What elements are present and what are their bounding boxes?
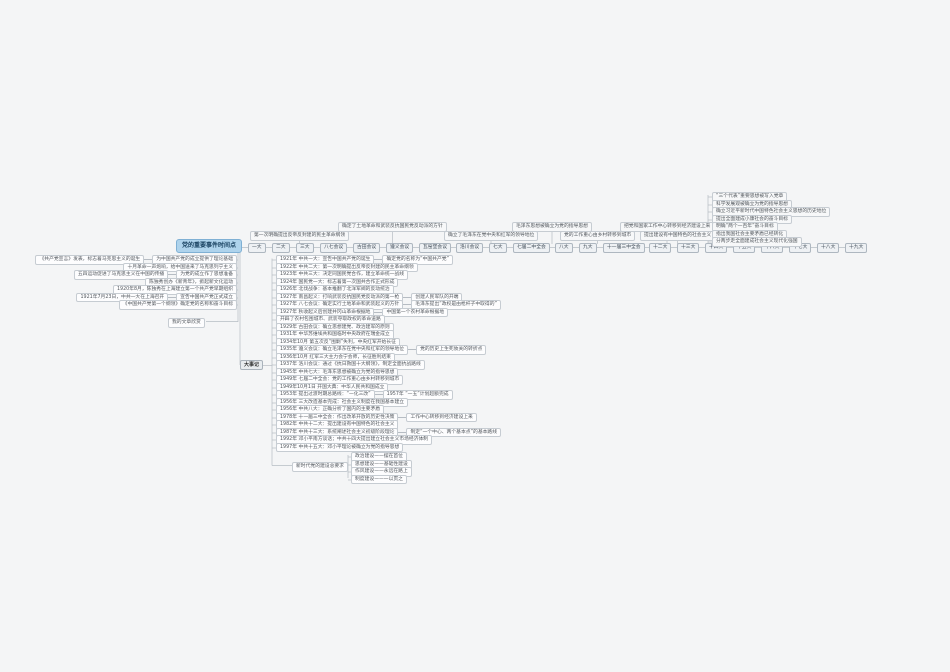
event-row: 1997年 中共十五大：邓小平理论被确立为党的指导思想 [276, 442, 404, 453]
chain-node[interactable]: 三大 [296, 243, 314, 253]
row-connector [168, 274, 177, 276]
events-topic-node[interactable]: 大事记 [240, 360, 264, 371]
event-subnode[interactable]: 毛泽东提出“政权是由枪杆子中取得的” [411, 300, 502, 310]
chain-node[interactable]: 一大 [248, 243, 266, 253]
founding-row: 《共产党宣言》发表，标志着马克思主义的诞生 为中国共产党的成立提供了理论基础 [35, 255, 237, 265]
founding-node[interactable]: 《共产党宣言》发表，标志着马克思主义的诞生 [35, 255, 145, 265]
chain-node[interactable]: 十三大 [677, 243, 700, 253]
event-subnode[interactable]: 工作中心转移到经济建设上来 [406, 412, 477, 423]
founding-row: 《中国共产党第一个纲领》确定党的名称和奋斗目标 [118, 300, 237, 310]
row-connector [374, 311, 383, 313]
chain-node[interactable]: 二大 [272, 243, 290, 253]
chain-node[interactable]: 瓦窑堡会议 [419, 243, 451, 253]
event-subnode[interactable]: 确定党的名称为“中国共产党” [382, 255, 454, 265]
chain-node[interactable]: 古田会议 [353, 243, 381, 253]
chain-note[interactable]: 第一次明确提出反帝反封建的民主革命纲领 [250, 231, 350, 241]
chain-node[interactable]: 八大 [555, 243, 573, 253]
founding-node[interactable]: 五四运动促进了马克思主义在中国的传播 [73, 270, 169, 280]
founding-node[interactable]: 1920年8月，陈独秀在上海建立第一个共产党早期组织 [113, 285, 237, 295]
event-subnode[interactable]: 制定“一个中心、两个基本点”的基本路线 [406, 427, 502, 438]
party-building-topic-node[interactable]: 新时代党的建设总要求 [292, 462, 348, 472]
row-connector [403, 296, 412, 298]
chain-node[interactable]: 七届二中全会 [513, 243, 550, 253]
chain-node[interactable]: 洛川会议 [456, 243, 484, 253]
chain-node[interactable]: 九大 [579, 243, 597, 253]
chain-node[interactable]: 十九大 [845, 243, 868, 253]
chain-note[interactable]: 确立了毛泽东在党中央和红军的领导地位 [444, 231, 539, 241]
row-connector [398, 431, 407, 433]
chain-node[interactable]: 八七会议 [320, 243, 348, 253]
chain-note[interactable]: 确定了土地革命和武装反抗国民党反动派的方针 [338, 222, 447, 232]
event-node[interactable]: 1997年 中共十五大：邓小平理论被确立为党的指导思想 [276, 442, 404, 453]
row-connector [168, 296, 177, 298]
chain-note[interactable]: 提出建设有中国特色的社会主义 [640, 231, 716, 241]
event-subnode[interactable]: 中国第一个农村革命根据地 [382, 307, 449, 318]
side-topic-node[interactable]: 我的文章欣赏 [168, 318, 205, 328]
root-node[interactable]: 党的重要事件时间点 [176, 239, 243, 253]
event-subnode[interactable]: 党的历史上生死攸关的转折点 [416, 345, 487, 355]
chain-node[interactable]: 十八大 [817, 243, 840, 253]
row-connector [398, 416, 407, 418]
founding-node[interactable]: 《中国共产党第一个纲领》确定党的名称和奋斗目标 [118, 300, 237, 310]
chain-node[interactable]: 遵义会议 [386, 243, 414, 253]
milestone-node[interactable]: 分两步走全面建成社会主义现代化强国 [712, 237, 802, 247]
chain-note[interactable]: 毛泽东思想被确立为党的指导思想 [512, 222, 592, 232]
row-connector [374, 259, 383, 261]
chain-note[interactable]: 党的工作重心由乡村转移到城市 [560, 231, 636, 241]
row-connector [144, 259, 153, 261]
chain-node[interactable]: 十一届三中全会 [603, 243, 645, 253]
event-subnode[interactable]: 1957年 “一五”计划超额完成 [382, 390, 453, 400]
founding-row: 1920年8月，陈独秀在上海建立第一个共产党早期组织 [113, 285, 237, 295]
row-connector [374, 394, 383, 396]
chain-node[interactable]: 十二大 [649, 243, 672, 253]
row-connector [408, 349, 417, 351]
chain-node[interactable]: 七大 [489, 243, 507, 253]
row-connector [403, 304, 412, 306]
party-building-item[interactable]: 制度建设——一以贯之 [351, 474, 407, 485]
